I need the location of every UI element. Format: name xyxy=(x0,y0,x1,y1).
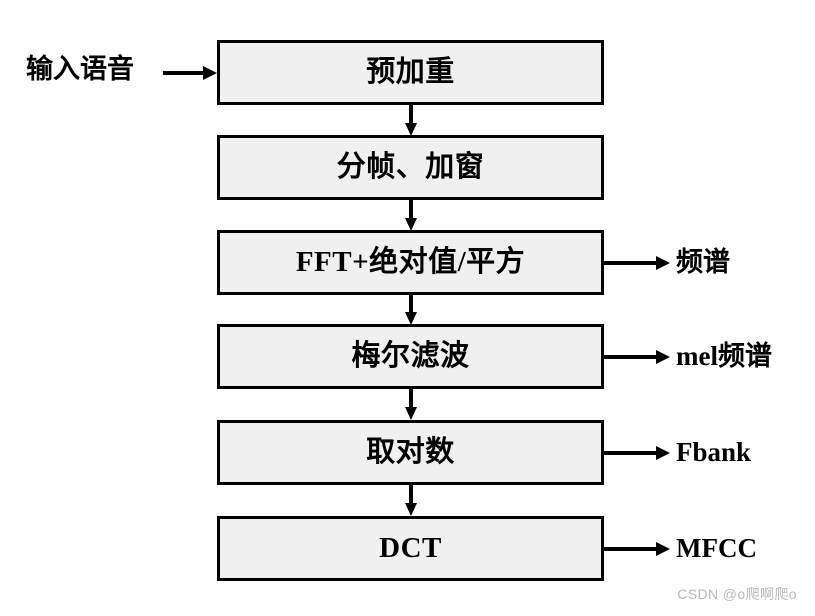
process-box-framing-windowing[interactable]: 分帧、加窗 xyxy=(217,135,604,200)
process-box-label: 取对数 xyxy=(366,436,455,468)
output-label-mel-spectrum: mel频谱 xyxy=(676,341,772,371)
process-box-label: 梅尔滤波 xyxy=(351,340,470,372)
output-arrow-icon-spectrum xyxy=(604,256,670,270)
process-box-label: 分帧、加窗 xyxy=(336,151,485,183)
process-box-log[interactable]: 取对数 xyxy=(217,420,604,485)
process-box-mel-filter[interactable]: 梅尔滤波 xyxy=(217,324,604,389)
output-label-spectrum: 频谱 xyxy=(676,247,730,277)
process-box-dct[interactable]: DCT xyxy=(217,516,604,581)
output-arrow-icon-mfcc xyxy=(604,542,670,556)
output-label-mfcc: MFCC xyxy=(676,533,757,563)
process-box-pre-emphasis[interactable]: 预加重 xyxy=(217,40,604,105)
connector-arrow-down-icon-2 xyxy=(404,200,417,231)
process-box-label: 预加重 xyxy=(366,56,455,88)
input-label: 输入语音 xyxy=(26,54,134,84)
connector-arrow-down-icon-4 xyxy=(404,389,417,420)
input-arrow-icon xyxy=(163,66,217,80)
output-arrow-icon-mel-spectrum xyxy=(604,350,670,364)
process-box-label: FFT+绝对值/平方 xyxy=(295,246,526,278)
connector-arrow-down-icon-5 xyxy=(404,485,417,516)
output-label-fbank: Fbank xyxy=(676,437,752,467)
watermark: CSDN @o爬啊爬o xyxy=(677,586,797,602)
connector-arrow-down-icon-1 xyxy=(404,105,417,136)
process-box-fft[interactable]: FFT+绝对值/平方 xyxy=(217,230,604,295)
output-arrow-icon-fbank xyxy=(604,446,670,460)
connector-arrow-down-icon-3 xyxy=(404,294,417,325)
process-box-label: DCT xyxy=(379,532,442,564)
